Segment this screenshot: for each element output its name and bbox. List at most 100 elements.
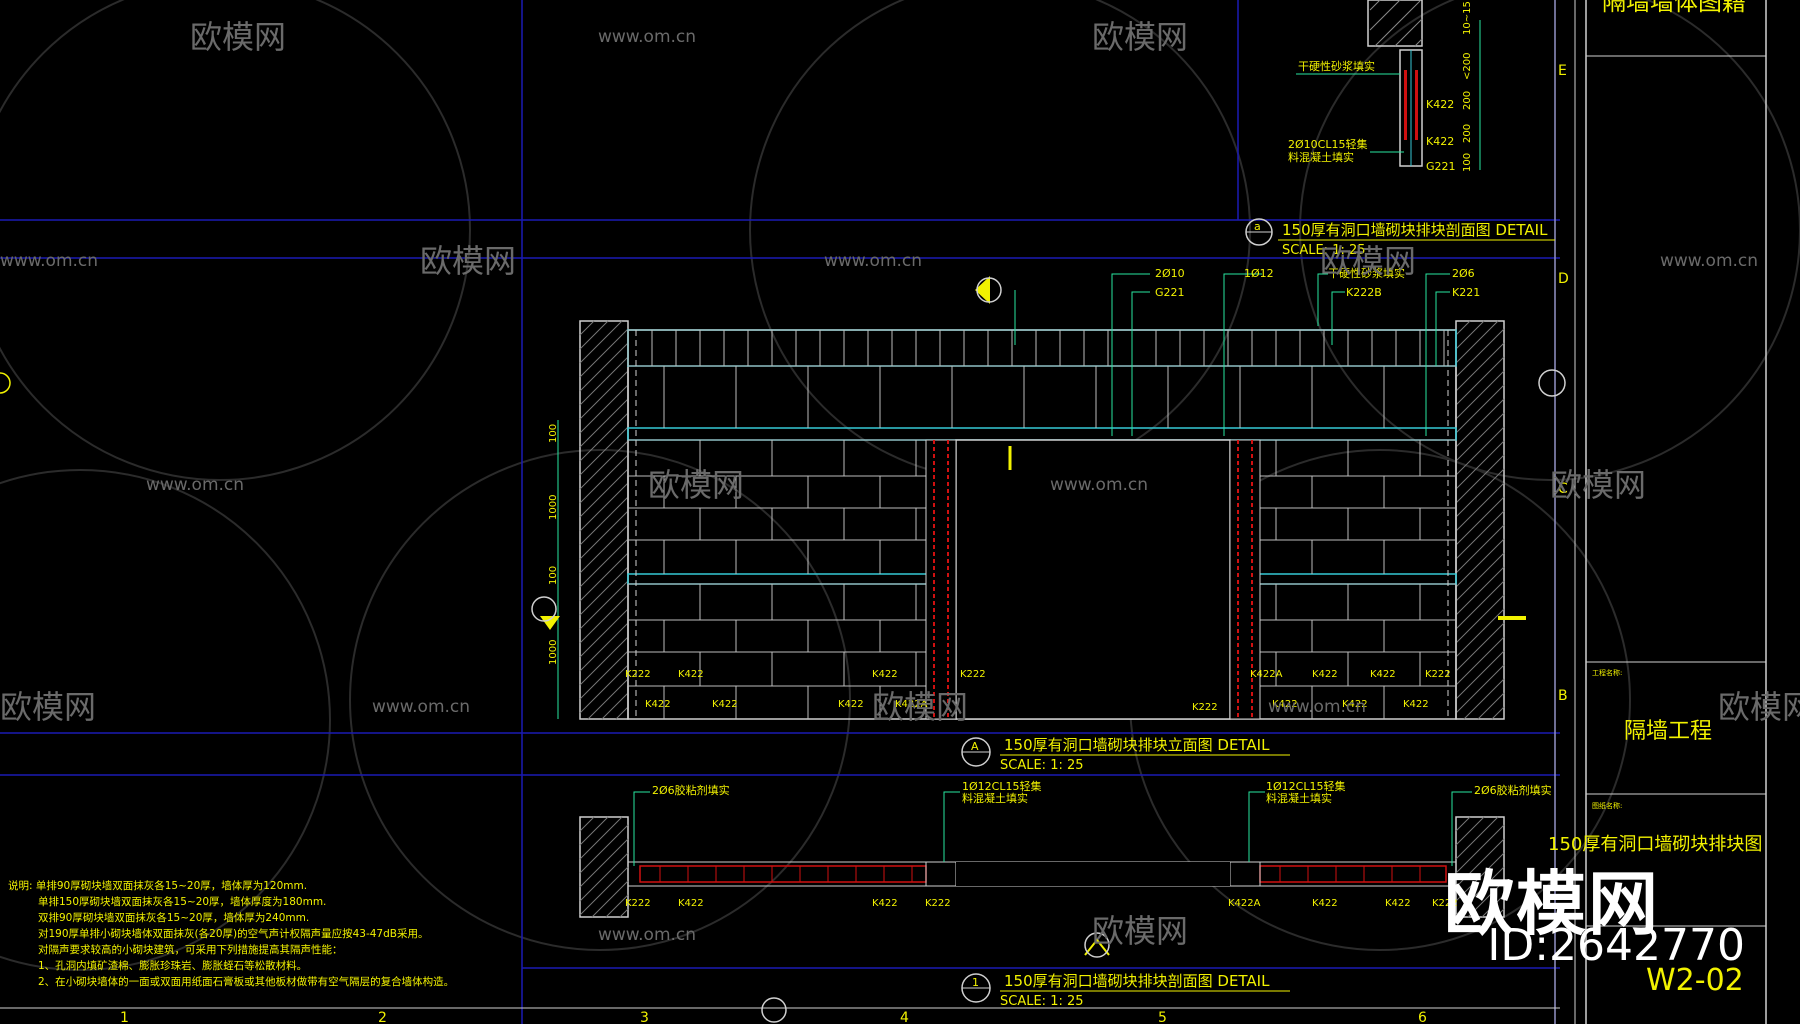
section-a-k422-2: K422 — [1426, 135, 1454, 148]
note-line-3: 对190厚单排小砌块墙体双面抹灰(各20厚)的空气声计权隔声量应按43-47dB… — [38, 927, 428, 940]
plan-row-2: K422 — [872, 898, 898, 909]
watermark-logo-2: 欧模网 — [1092, 18, 1188, 56]
elev-row2-0: K422 — [645, 699, 671, 710]
elev-dim-100a: 100 — [548, 424, 559, 443]
elev-row1-7: K222 — [1425, 669, 1451, 680]
watermark-logo-1: 欧模网 — [190, 18, 286, 56]
section-a-dim-1: 10~15 — [1462, 1, 1473, 35]
plan-core-left-2: 料混凝土填实 — [962, 791, 1028, 805]
elev-label-g221: G221 — [1155, 286, 1185, 299]
watermark-url-1: www.om.cn — [598, 27, 696, 47]
drawing-name: 150厚有洞口墙砌块排块图 — [1548, 834, 1762, 855]
elev-dim-1000b: 1000 — [548, 640, 559, 665]
plan-row-4: K422A — [1228, 898, 1261, 909]
watermark-url-7: www.om.cn — [372, 697, 470, 717]
title-block: 隔墙墙体图籍 工程名称: 隔墙工程 图纸名称: 150厚有洞口墙砌块排块图 W2… — [1548, 0, 1767, 1024]
notes: 说明: 单排90厚砌块墙双面抹灰各15~20厚，墙体厚为120mm. 单排150… — [8, 879, 454, 988]
watermark-url-2: www.om.cn — [0, 251, 98, 271]
elev-row2-1: K422 — [712, 699, 738, 710]
elev-row1-4: K422A — [1250, 669, 1283, 680]
grid-row-b: B — [1558, 688, 1568, 704]
watermark-url-4: www.om.cn — [1660, 251, 1758, 271]
grid-col-2: 2 — [378, 1010, 387, 1024]
plan-row-0: K222 — [625, 898, 651, 909]
drawing-name-label: 图纸名称: — [1592, 801, 1622, 810]
plan-row-3: K222 — [925, 898, 951, 909]
brand-watermark-logo: 欧模网 — [1444, 863, 1660, 945]
section-a-k422-1: K422 — [1426, 98, 1454, 111]
elev-row2-3: K422A — [895, 699, 928, 710]
section-a-rebar-fill-1: 2Ø10CL15轻集 — [1288, 137, 1367, 151]
elev-row2-4: K222 — [1192, 702, 1218, 713]
section-a-mortar-label: 干硬性砂浆填实 — [1298, 59, 1375, 73]
grid-row-e: E — [1558, 63, 1567, 79]
project-name: 隔墙工程 — [1624, 719, 1712, 744]
grid-row-d: D — [1558, 271, 1569, 287]
elev-row1-6: K422 — [1370, 669, 1396, 680]
elev-label-k222b: K222B — [1346, 286, 1382, 299]
elevation-drawing: 100 1000 100 1000 2Ø10 G221 1Ø12 干硬性砂浆填实… — [531, 266, 1526, 720]
plan-core-left-1: 1Ø12CL15轻集 — [962, 779, 1041, 793]
elev-row2-2: K422 — [838, 699, 864, 710]
grid-row-c: C — [1558, 481, 1568, 497]
plan-core-right-2: 料混凝土填实 — [1266, 791, 1332, 805]
watermark-logo-4: 欧模网 — [1320, 242, 1416, 280]
section-a-dim-5: 100 — [1462, 153, 1473, 172]
watermark-logo-3: 欧模网 — [420, 242, 516, 280]
elevation-scale: SCALE: 1: 25 — [1000, 758, 1084, 773]
elev-label-2d10: 2Ø10 — [1155, 267, 1185, 280]
plan-row-5: K422 — [1312, 898, 1338, 909]
elev-label-k221: K221 — [1452, 286, 1480, 299]
brand-watermark-id: ID:2642770 — [1487, 920, 1745, 971]
plan-core-right-1: 1Ø12CL15轻集 — [1266, 779, 1345, 793]
title-header: 隔墙墙体图籍 — [1602, 0, 1746, 16]
elev-row1-0: K222 — [625, 669, 651, 680]
note-line-1: 单排150厚砌块墙双面抹灰各15~20厚，墙体厚度为180mm. — [38, 895, 326, 908]
elev-label-1d12: 1Ø12 — [1244, 267, 1274, 280]
grid-col-4: 4 — [900, 1010, 909, 1024]
elev-row2-7: K422 — [1403, 699, 1429, 710]
grid-col-axis: 1 2 3 4 5 6 — [0, 372, 1560, 1024]
elev-dim-1000: 1000 — [548, 495, 559, 520]
section-a-dim-3: 200 — [1462, 91, 1473, 110]
grid-col-6: 6 — [1418, 1010, 1427, 1024]
plan-row-1: K422 — [678, 898, 704, 909]
watermark-logo-10: 欧模网 — [1092, 912, 1188, 950]
elev-row1-2: K422 — [872, 669, 898, 680]
section-a-title: 150厚有洞口墙砌块排块剖面图 DETAIL — [1282, 221, 1548, 239]
plan-title-block: 1 150厚有洞口墙砌块排块剖面图 DETAIL SCALE: 1: 25 — [961, 972, 1290, 1009]
note-line-0: 说明: 单排90厚砌块墙双面抹灰各15~20厚，墙体厚为120mm. — [8, 879, 307, 892]
section-a-dim-2: <200 — [1462, 53, 1473, 80]
watermark-url-8: www.om.cn — [1268, 697, 1366, 717]
plan-title: 150厚有洞口墙砌块排块剖面图 DETAIL — [1004, 972, 1270, 990]
section-a-dim-4: 200 — [1462, 124, 1473, 143]
watermark-url-3: www.om.cn — [824, 251, 922, 271]
note-line-5: 1、孔洞内填矿渣棉、膨胀珍珠岩、膨胀蛭石等松散材料。 — [38, 959, 307, 972]
plan-fill-left: 2Ø6胶粘剂填实 — [652, 783, 730, 797]
elev-row1-5: K422 — [1312, 669, 1338, 680]
grid-col-5: 5 — [1158, 1010, 1167, 1024]
watermark-url-6: www.om.cn — [1050, 475, 1148, 495]
watermark-logo-9: 欧模网 — [1718, 688, 1800, 726]
section-a-rebar-fill-2: 料混凝土填实 — [1288, 150, 1354, 164]
note-line-6: 2、在小砌块墙体的一面或双面用纸面石膏板或其他板材做带有空气隔层的复合墙体构造。 — [38, 975, 454, 988]
note-line-2: 双排90厚砌块墙双面抹灰各15~20厚，墙体厚为240mm. — [38, 911, 309, 924]
elev-row2-5: K422 — [1272, 699, 1298, 710]
watermark-url-5: www.om.cn — [146, 475, 244, 495]
project-name-label: 工程名称: — [1592, 668, 1622, 677]
elev-label-mortar: 干硬性砂浆填实 — [1328, 266, 1405, 280]
plan-row-6: K422 — [1385, 898, 1411, 909]
watermark-logo-7: 欧模网 — [0, 688, 96, 726]
grid-col-3: 3 — [640, 1010, 649, 1024]
watermark-circles — [0, 0, 1800, 971]
section-a-title-block: a 150厚有洞口墙砌块排块剖面图 DETAIL SCALE: 1: 25 — [1245, 218, 1555, 258]
section-a-scale: SCALE: 1: 25 — [1282, 243, 1366, 258]
elev-row1-3: K222 — [960, 669, 986, 680]
elevation-title-block: A 150厚有洞口墙砌块排块立面图 DETAIL SCALE: 1: 25 — [961, 736, 1290, 773]
elev-dim-100b: 100 — [548, 566, 559, 585]
elev-row2-6: K422 — [1342, 699, 1368, 710]
plan-scale: SCALE: 1: 25 — [1000, 994, 1084, 1009]
sheet-number: W2-02 — [1646, 963, 1744, 998]
note-line-4: 对隔声要求较高的小砌块建筑，可采用下列措施提高其隔声性能： — [38, 943, 343, 956]
